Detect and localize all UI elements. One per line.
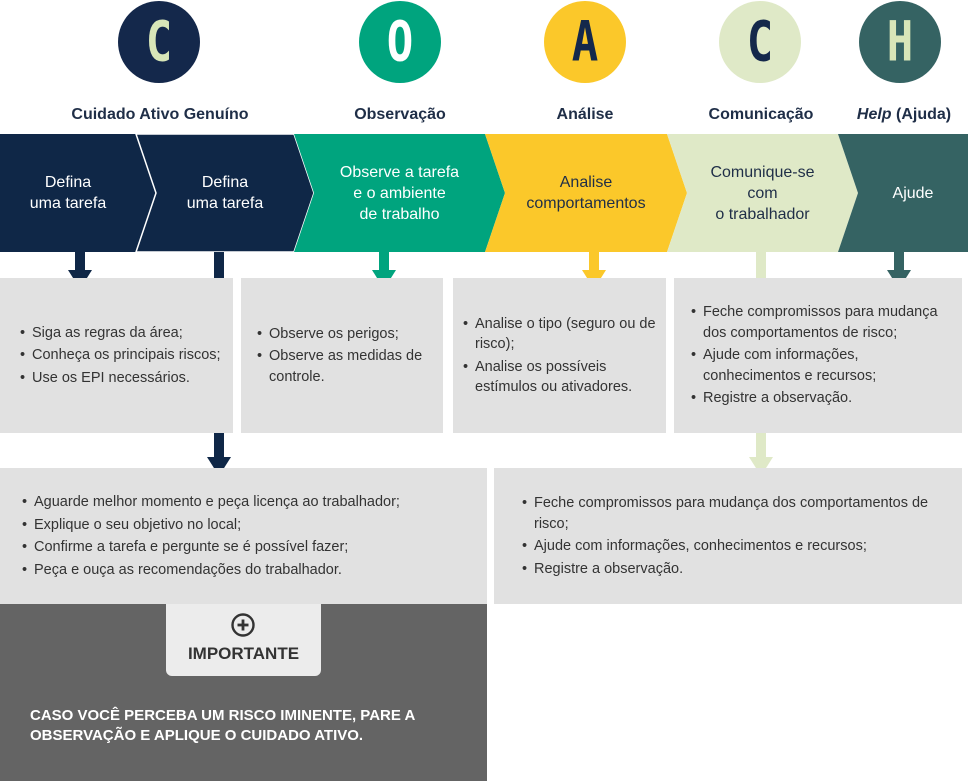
chevron-3-text: Observe a tarefa e o ambiente de trabalh… (339, 163, 460, 223)
list-item: Confirme a tarefa e pergunte se é possív… (22, 537, 400, 558)
important-label: IMPORTANTE (187, 644, 300, 663)
chevron-6-label: Ajude (858, 134, 968, 252)
letter-circle-h: H (859, 1, 941, 83)
chevron-6-text: Ajude (892, 184, 934, 202)
list-c-rules: Siga as regras da área; Conheça os princ… (0, 321, 221, 391)
list-item: Ajude com informações, conhecimentos e r… (691, 345, 948, 386)
list-item: Registre a observação. (691, 388, 948, 409)
list-a-analyse: Analise o tipo (seguro ou de risco); Ana… (453, 312, 666, 400)
list-item: Observe os perigos; (257, 324, 443, 345)
chevron-6 (838, 134, 968, 252)
list-item: Observe as medidas de controle. (257, 346, 443, 387)
list-c-communicate: Feche compromissos para mudança dos comp… (494, 491, 962, 581)
list-item: Siga as regras da área; (20, 323, 221, 344)
chevron-4 (485, 134, 687, 252)
box-c-approach: Aguarde melhor momento e peça licença ao… (0, 468, 487, 604)
connector-c2 (214, 252, 224, 278)
chevron-5 (667, 134, 858, 252)
title-observacao: Observação (354, 106, 446, 123)
list-item: Feche compromissos para mudança dos comp… (691, 302, 948, 343)
letter-circle-a: A (544, 1, 626, 83)
chevron-2-label: Defina uma tarefa (156, 134, 294, 252)
letter-circle-o: O (359, 1, 441, 83)
list-c-approach: Aguarde melhor momento e peça licença ao… (0, 490, 400, 582)
list-o-observe: Observe os perigos; Observe as medidas d… (241, 322, 443, 390)
list-item: Use os EPI necessários. (20, 368, 221, 389)
list-item: Peça e ouça as recomendações do trabalha… (22, 560, 400, 581)
list-item: Aguarde melhor momento e peça licença ao… (22, 492, 400, 513)
list-item: Explique o seu objetivo no local; (22, 515, 400, 536)
chevron-5-text: Comunique-se com o trabalhador (710, 163, 815, 223)
important-text: CASO VOCÊ PERCEBA UM RISCO IMINENTE, PAR… (30, 707, 415, 744)
title-analise: Análise (556, 106, 614, 123)
box-c-communicate: Feche compromissos para mudança dos comp… (494, 468, 962, 604)
list-item: Ajude com informações, conhecimentos e r… (522, 536, 934, 557)
title-help: Help (Ajuda) (840, 104, 968, 126)
box-h-help: Feche compromissos para mudança dos comp… (674, 278, 962, 433)
list-item: Conheça os principais riscos; (20, 345, 221, 366)
box-o-observe: Observe os perigos; Observe as medidas d… (241, 278, 443, 433)
box-a-analyse: Analise o tipo (seguro ou de risco); Ana… (453, 278, 666, 433)
letter-circle-c2: C (719, 1, 801, 83)
plus-circle-icon (231, 613, 255, 637)
box-c-rules: Siga as regras da área; Conheça os princ… (0, 278, 233, 433)
letter-o: O (386, 10, 414, 74)
important-tab: IMPORTANTE (166, 604, 321, 676)
chevron-4-text: Analise comportamentos (526, 174, 646, 212)
connector-c3 (756, 252, 766, 278)
chevron-1-text: Defina uma tarefa (29, 174, 107, 212)
letter-a: A (571, 10, 599, 74)
title-help-rest: (Ajuda) (891, 106, 952, 123)
list-item: Registre a observação. (522, 559, 934, 580)
chevron-3-label: Observe a tarefa e o ambiente de trabalh… (314, 134, 485, 252)
title-comunicacao: Comunicação (708, 106, 814, 123)
letter-c: C (145, 10, 173, 74)
chevron-4-label: Analise comportamentos (505, 134, 667, 252)
list-h-help: Feche compromissos para mudança dos comp… (674, 300, 962, 411)
chevron-2-text: Defina uma tarefa (186, 174, 264, 212)
chevron-1 (0, 134, 156, 252)
arrow-c3-down (749, 433, 773, 476)
list-item: Analise os possíveis estímulos ou ativad… (463, 357, 666, 398)
list-item: Analise o tipo (seguro ou de risco); (463, 314, 666, 355)
letter-c2: C (746, 10, 774, 74)
chevron-1-label: Defina uma tarefa (0, 134, 136, 252)
letter-h: H (886, 10, 914, 74)
letter-circle-c: C (118, 1, 200, 83)
title-cuidado-ativo: Cuidado Ativo Genuíno (71, 106, 249, 123)
chevron-3 (294, 134, 505, 252)
arrow-c2-down (207, 433, 231, 476)
title-help-em: Help (856, 106, 892, 123)
list-item: Feche compromissos para mudança dos comp… (522, 493, 934, 534)
chevron-5-label: Comunique-se com o trabalhador (687, 134, 838, 252)
